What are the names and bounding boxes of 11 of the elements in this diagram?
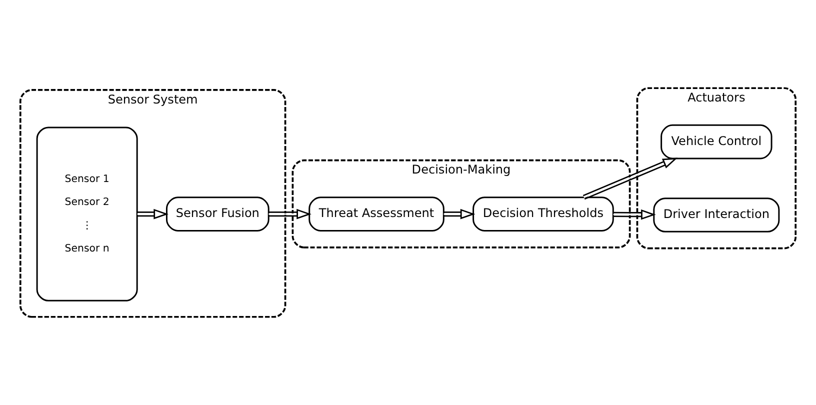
arrow	[444, 208, 476, 220]
arrow	[137, 208, 168, 220]
node-box: Sensor Fusion	[166, 196, 270, 232]
node-box: Driver Interaction	[653, 198, 780, 232]
node-box: Vehicle Control	[660, 124, 772, 160]
node-box: Threat Assessment	[308, 196, 444, 232]
node-box: Sensor 1 Sensor 2 ⋮ Sensor n	[36, 126, 138, 302]
node-box: Decision Thresholds	[472, 196, 614, 232]
arrow	[582, 158, 678, 200]
arrow	[613, 209, 656, 220]
arrow	[268, 208, 312, 220]
